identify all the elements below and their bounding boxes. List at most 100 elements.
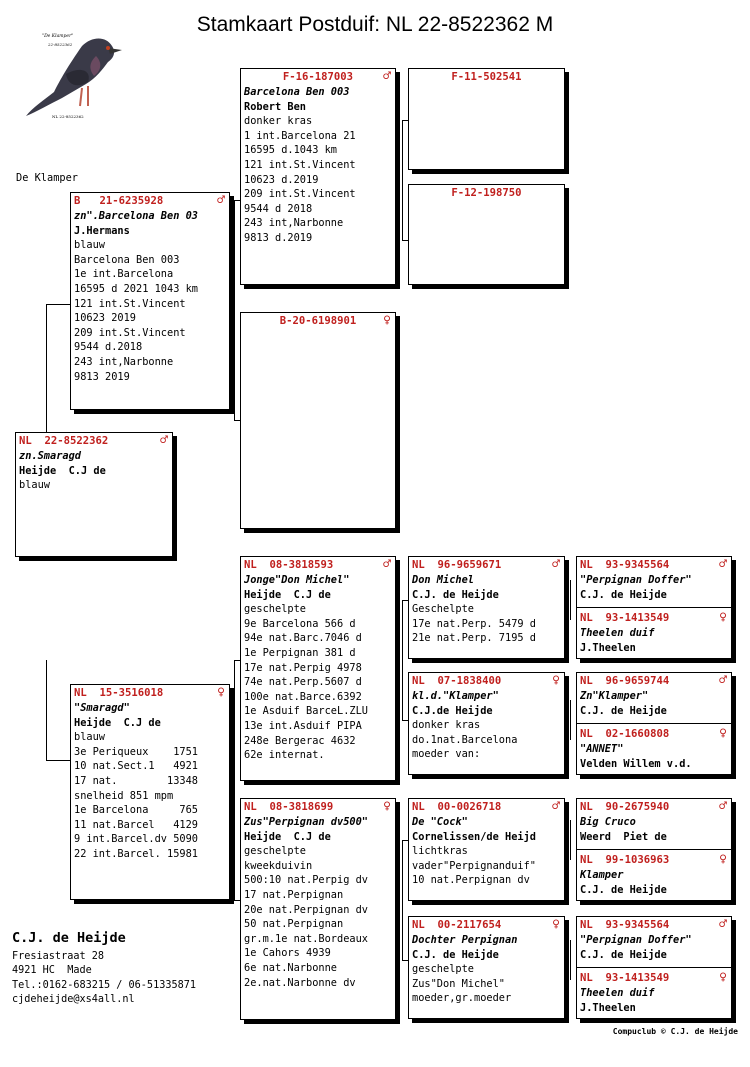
connector-line xyxy=(234,660,240,661)
logo-caption: "De Klamper" xyxy=(42,34,74,39)
connector-line xyxy=(570,580,571,620)
owner-name: C.J. de Heijde xyxy=(12,930,126,946)
pigeon-detail-line: do.1nat.Barcelona xyxy=(412,733,518,746)
pigeon-detail-line: 1e Barcelona 765 xyxy=(74,804,198,817)
ring-number: F-16-187003 xyxy=(282,71,354,83)
pigeon-detail-line: 10623 2019 xyxy=(74,312,136,325)
pigeon-name: Barcelona Ben 003 xyxy=(244,86,350,98)
male-symbol-icon: ♂ xyxy=(719,557,727,572)
ring-number: F-12-198750 xyxy=(451,187,522,199)
pigeon-detail-line: 16595 d 2021 1043 km xyxy=(74,282,198,295)
pigeon-detail-line: 9813 2019 xyxy=(74,370,130,383)
breeder-name: J.Theelen xyxy=(580,1001,636,1014)
connector-line xyxy=(402,240,408,241)
pigeon-name: kl.d."Klamper" xyxy=(412,690,499,702)
pigeon-detail-line: 1e Perpignan 381 d xyxy=(244,646,356,659)
connector-line xyxy=(234,420,240,421)
pigeon-detail-line: donker kras xyxy=(244,115,313,128)
male-symbol-icon: ♂ xyxy=(217,193,225,208)
connector-line xyxy=(46,760,70,761)
pigeon-card-dam-sire-dam[interactable]: NL 07-1838400♀kl.d."Klamper"C.J.de Heijd… xyxy=(408,672,565,775)
pigeon-detail-line: 17e nat.Perpig 4978 xyxy=(244,661,362,674)
owner-block: C.J. de Heijde Fresiastraat 28 4921 HC M… xyxy=(12,928,196,1008)
connector-line xyxy=(402,840,403,960)
female-symbol-icon: ♀ xyxy=(217,685,225,700)
female-symbol-icon: ♀ xyxy=(719,726,727,742)
pigeon-detail-line: 50 nat.Perpignan xyxy=(244,918,344,931)
credit: Compuclub © C.J. de Heijde xyxy=(612,1027,738,1036)
pigeon-detail-line: 121 int.St.Vincent xyxy=(244,158,356,171)
pigeon-card-dam-sire[interactable]: NL 08-3818593♂Jonge"Don Michel"Heijde C.… xyxy=(240,556,396,781)
ring-number: NL 99-1036963 xyxy=(580,854,670,867)
breeder-name: J.Hermans xyxy=(74,224,130,237)
pigeon-card-gen4[interactable]: NL 02-1660808♀"ANNET"Velden Willem v.d. xyxy=(577,723,731,771)
breeder-name: Robert Ben xyxy=(244,100,306,113)
breeder-name: C.J. de Heijde xyxy=(412,588,499,601)
connector-line xyxy=(46,304,47,432)
connector-line xyxy=(570,940,571,980)
breeder-name: C.J. de Heijde xyxy=(412,948,499,961)
pigeon-card-gen4-pair: NL 93-9345564♂"Perpignan Doffer"C.J. de … xyxy=(576,556,732,659)
pigeon-detail-line: donker kras xyxy=(412,719,481,732)
pigeon-detail-line: vader"Perpignanduif" xyxy=(412,859,536,872)
male-symbol-icon: ♂ xyxy=(552,557,560,572)
pigeon-card-dam-dam-sire[interactable]: NL 00-0026718♂De "Cock"Cornelissen/de He… xyxy=(408,798,565,901)
female-symbol-icon: ♀ xyxy=(719,970,727,986)
pigeon-detail-line: 11 nat.Barcel 4129 xyxy=(74,818,198,831)
ring-number: NL 02-1660808 xyxy=(580,728,670,741)
female-symbol-icon: ♀ xyxy=(552,917,560,932)
owner-postcode: 4921 HC Made xyxy=(12,965,92,977)
pigeon-detail-line: 9e Barcelona 566 d xyxy=(244,617,356,630)
pigeon-card-dam-dam[interactable]: NL 08-3818699♀Zus"Perpignan dv500"Heijde… xyxy=(240,798,396,1020)
pigeon-name: "Perpignan Doffer" xyxy=(580,574,692,586)
pigeon-detail-line: 209 int.St.Vincent xyxy=(74,326,186,339)
pigeon-detail-line: 1e Cahors 4939 xyxy=(244,947,331,960)
ring-number: NL 15-3516018 xyxy=(74,687,164,699)
pigeon-card-sire-dam[interactable]: B-20-6198901♀ xyxy=(240,312,396,529)
breeder-name: J.Theelen xyxy=(580,641,636,654)
male-symbol-icon: ♂ xyxy=(160,433,168,448)
ring-number: NL 00-2117654 xyxy=(412,919,502,931)
connector-line xyxy=(402,120,403,240)
breeder-name: Heijde C.J de xyxy=(19,464,106,477)
owner-email[interactable]: cjdeheijde@xs4all.nl xyxy=(12,994,135,1006)
breeder-name: Heijde C.J de xyxy=(74,716,161,729)
pigeon-detail-line: 9544 d 2018 xyxy=(244,202,313,215)
pigeon-card-gen4[interactable]: NL 96-9659744♂Zn"Klamper"C.J. de Heijde xyxy=(577,673,731,723)
pigeon-detail-line: 10 nat.Perpignan dv xyxy=(412,874,530,887)
pigeon-name: "Smaragd" xyxy=(74,702,130,714)
breeder-name: C.J.de Heijde xyxy=(412,704,493,717)
pigeon-detail-line: 1e Asduif BarceL.ZLU xyxy=(244,705,368,718)
pigeon-name: Theelen duif xyxy=(580,627,655,640)
pigeon-card-gen4[interactable]: NL 93-9345564♂"Perpignan Doffer"C.J. de … xyxy=(577,917,731,967)
pigeon-detail-line: 2e.nat.Narbonne dv xyxy=(244,976,356,989)
ring-number: B-20-6198901 xyxy=(279,315,357,327)
breeder-name: Velden Willem v.d. xyxy=(580,757,692,770)
pigeon-detail-line: 3e Periqueux 1751 xyxy=(74,745,198,758)
pigeon-icon xyxy=(26,38,122,116)
pigeon-detail-line: 100e nat.Barce.6392 xyxy=(244,690,362,703)
page-title: Stamkaart Postduif: NL 22-8522362 M xyxy=(196,13,554,36)
pigeon-detail-line: snelheid 851 mpm xyxy=(74,789,174,802)
ring-number: NL 00-0026718 xyxy=(412,801,502,813)
female-symbol-icon: ♀ xyxy=(383,799,391,814)
pigeon-card-sire-sire-sire[interactable]: F-11-502541 xyxy=(408,68,565,170)
pigeon-card-sire-sire-dam[interactable]: F-12-198750 xyxy=(408,184,565,285)
connector-line xyxy=(234,660,235,900)
pigeon-card-gen4[interactable]: NL 93-9345564♂"Perpignan Doffer"C.J. de … xyxy=(577,557,731,607)
pigeon-detail-line: 248e Bergerac 4632 xyxy=(244,734,356,747)
pigeon-name: Zus"Perpignan dv500" xyxy=(244,816,368,828)
connector-line xyxy=(46,660,47,760)
male-symbol-icon: ♂ xyxy=(719,917,727,932)
logo-ring: NL 22-8522362 xyxy=(52,114,84,119)
